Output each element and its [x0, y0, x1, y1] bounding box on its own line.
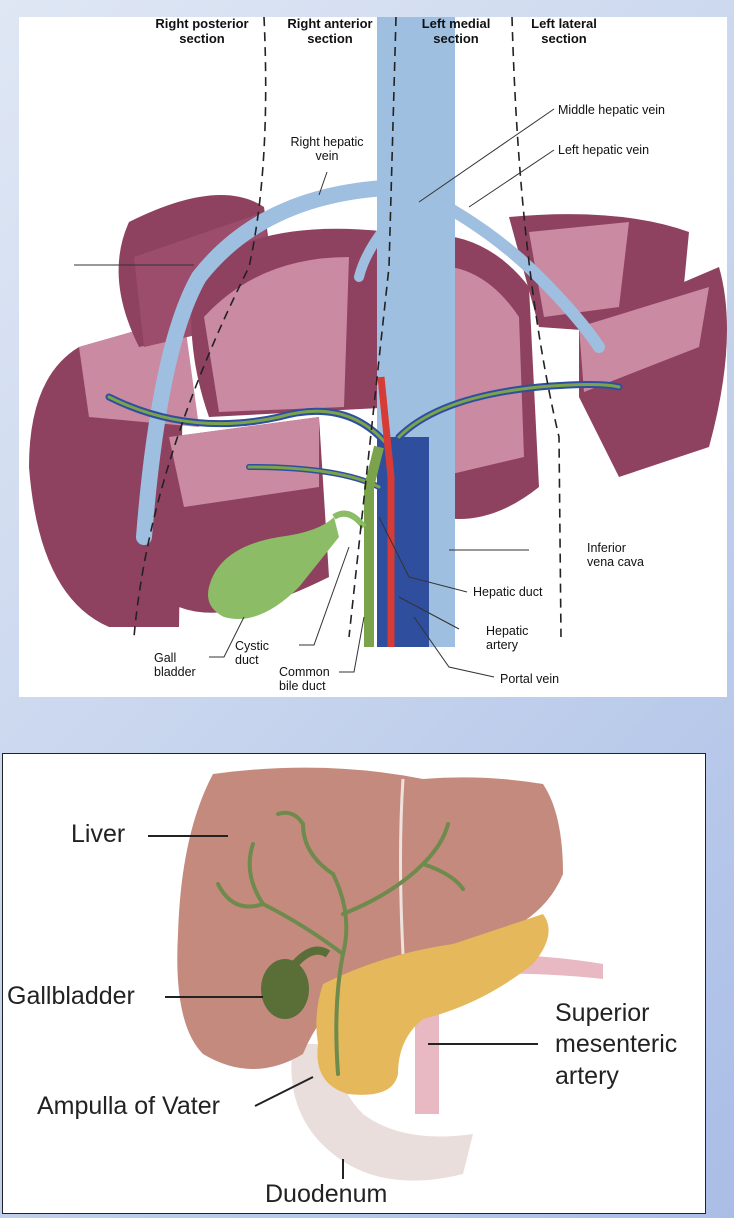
- gallbladder-shape: [261, 959, 309, 1019]
- label-hepatic-artery: Hepatic artery: [486, 624, 529, 653]
- section-divider-lines: [133, 17, 562, 638]
- biliary-system-diagram: Liver Gallbladder Ampulla of Vater Duode…: [2, 753, 706, 1214]
- label-inferior-vena-cava: Inferior vena cava: [587, 541, 644, 570]
- pancreas-shape: [316, 914, 549, 1095]
- liver-segments-illustration: [29, 17, 727, 678]
- label-duodenum: Duodenum: [265, 1180, 388, 1208]
- label-superior-mesenteric-artery: Superior mesenteric artery: [555, 999, 678, 1090]
- label-middle-hepatic-vein: Middle hepatic vein: [558, 103, 666, 117]
- leader-lines: [74, 108, 555, 678]
- label-hepatic-duct: Hepatic duct: [473, 585, 543, 599]
- label-right-hepatic-vein: Right hepatic vein: [290, 135, 364, 164]
- header-left-lateral: Left lateral section: [531, 16, 597, 46]
- common-bile-duct-shape: [364, 445, 384, 647]
- label-portal-vein: Portal vein: [500, 672, 560, 686]
- gall-bladder-shape: [208, 517, 339, 619]
- label-cystic-duct: Cystic duct: [235, 639, 270, 668]
- portal-branches: [105, 381, 623, 490]
- header-right-anterior: Right anterior section: [287, 16, 373, 46]
- label-liver: Liver: [71, 820, 126, 848]
- liver-segments-diagram: Right posterior section Right anterior s…: [19, 16, 727, 697]
- biliary-system-illustration: [148, 767, 603, 1181]
- label-common-bile-duct: Common bile duct: [279, 665, 330, 694]
- label-ampulla-of-vater: Ampulla of Vater: [37, 1092, 220, 1120]
- label-left-hepatic-vein: Left hepatic vein: [558, 143, 650, 157]
- header-right-posterior: Right posterior section: [155, 16, 249, 46]
- leader-lines-lower: [148, 835, 538, 1179]
- label-gall-bladder: Gall bladder: [154, 651, 196, 680]
- portal-vein-trunk: [377, 437, 429, 647]
- hepatic-artery-shape: [377, 376, 395, 647]
- bile-ducts: [216, 810, 465, 1076]
- hepatic-veins: [136, 179, 605, 545]
- label-gallbladder: Gallbladder: [7, 982, 135, 1010]
- header-left-medial: Left medial section: [421, 16, 491, 46]
